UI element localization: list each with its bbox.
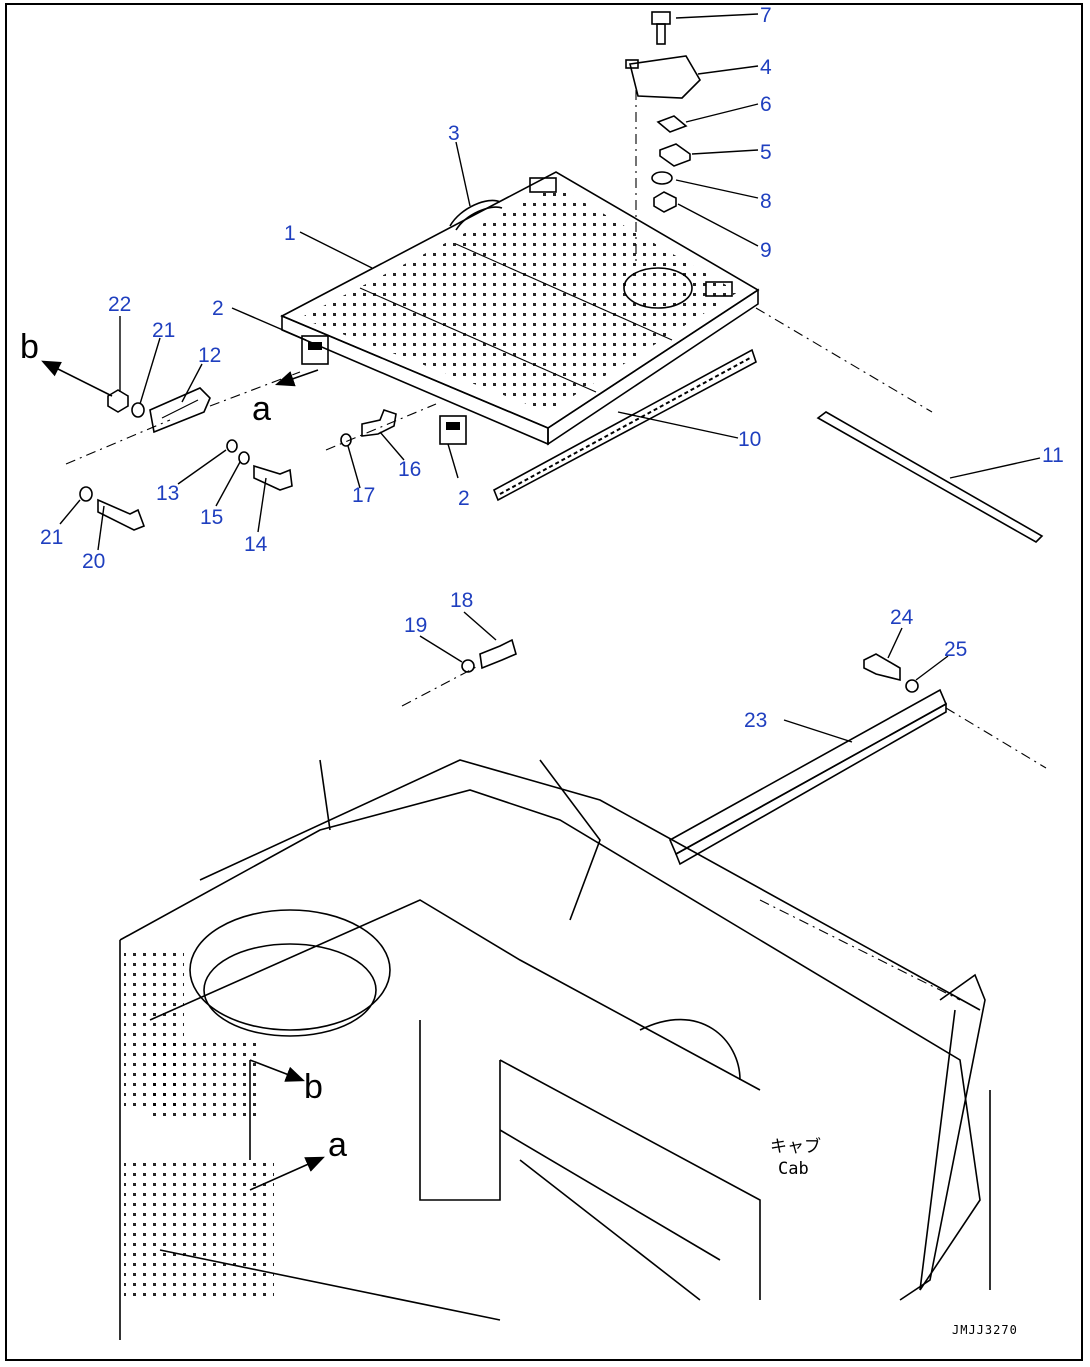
callout-3: 3 — [448, 122, 460, 145]
seal-strip-11 — [816, 411, 1044, 543]
drawing-code: JMJJ3270 — [952, 1323, 1018, 1337]
arrow-label-a-top: a — [252, 390, 271, 428]
drawing-frame — [5, 3, 1083, 1361]
callout-21-bottom: 21 — [40, 526, 63, 549]
callout-25: 25 — [944, 638, 967, 661]
cover-plate — [280, 171, 760, 446]
hinge-left — [301, 335, 329, 365]
rail-23 — [668, 307, 1047, 866]
cab-label-jp: キャブ — [770, 1136, 821, 1157]
hinge-link-parts — [65, 371, 301, 531]
callout-24: 24 — [890, 606, 914, 629]
callout-14: 14 — [244, 533, 268, 556]
hinge-right — [439, 415, 467, 445]
handle — [449, 199, 503, 231]
arrow-label-b-top: b — [20, 328, 39, 366]
seal-strip-10 — [492, 348, 757, 502]
callout-labels: 7 4 6 5 8 9 3 1 2 2 10 11 22 21 12 13 15… — [40, 4, 1064, 732]
leader-lines — [59, 13, 1041, 743]
callout-1: 1 — [284, 222, 296, 245]
callout-8: 8 — [760, 190, 772, 213]
bolt-24-25 — [863, 653, 919, 693]
callout-21-top: 21 — [152, 319, 175, 342]
arrow-b-top — [41, 360, 113, 397]
callout-19: 19 — [404, 614, 427, 637]
callout-6: 6 — [760, 93, 772, 116]
arrow-letters: b a b a — [20, 328, 347, 1164]
callout-7: 7 — [760, 4, 772, 27]
arrow-label-b-bottom: b — [304, 1068, 323, 1106]
callout-16: 16 — [398, 458, 421, 481]
callout-5: 5 — [760, 141, 772, 164]
arrow-label-a-bottom: a — [328, 1126, 347, 1164]
callout-12: 12 — [198, 344, 221, 367]
callout-18: 18 — [450, 589, 473, 612]
cab-label: キャブ Cab — [770, 1136, 821, 1179]
bolt-16-17 — [325, 403, 437, 451]
cab-label-en: Cab — [778, 1159, 809, 1179]
callout-11: 11 — [1042, 444, 1064, 467]
callout-13: 13 — [156, 482, 179, 505]
bolt-18-19 — [401, 638, 517, 707]
arrow-b-bottom — [249, 1059, 305, 1160]
callout-9: 9 — [760, 239, 772, 262]
callout-22: 22 — [108, 293, 131, 316]
callout-2-right: 2 — [458, 487, 470, 510]
callout-2-left: 2 — [212, 297, 224, 320]
machine-body — [119, 759, 991, 1340]
callout-10: 10 — [738, 428, 761, 451]
callout-23: 23 — [744, 709, 767, 732]
callout-4: 4 — [760, 56, 772, 79]
callout-15: 15 — [200, 506, 223, 529]
arrow-a-bottom — [249, 1156, 325, 1191]
arrow-a-top — [274, 369, 319, 387]
callout-17: 17 — [352, 484, 375, 507]
callout-20: 20 — [82, 550, 105, 573]
lock-parts-stack — [625, 11, 702, 266]
